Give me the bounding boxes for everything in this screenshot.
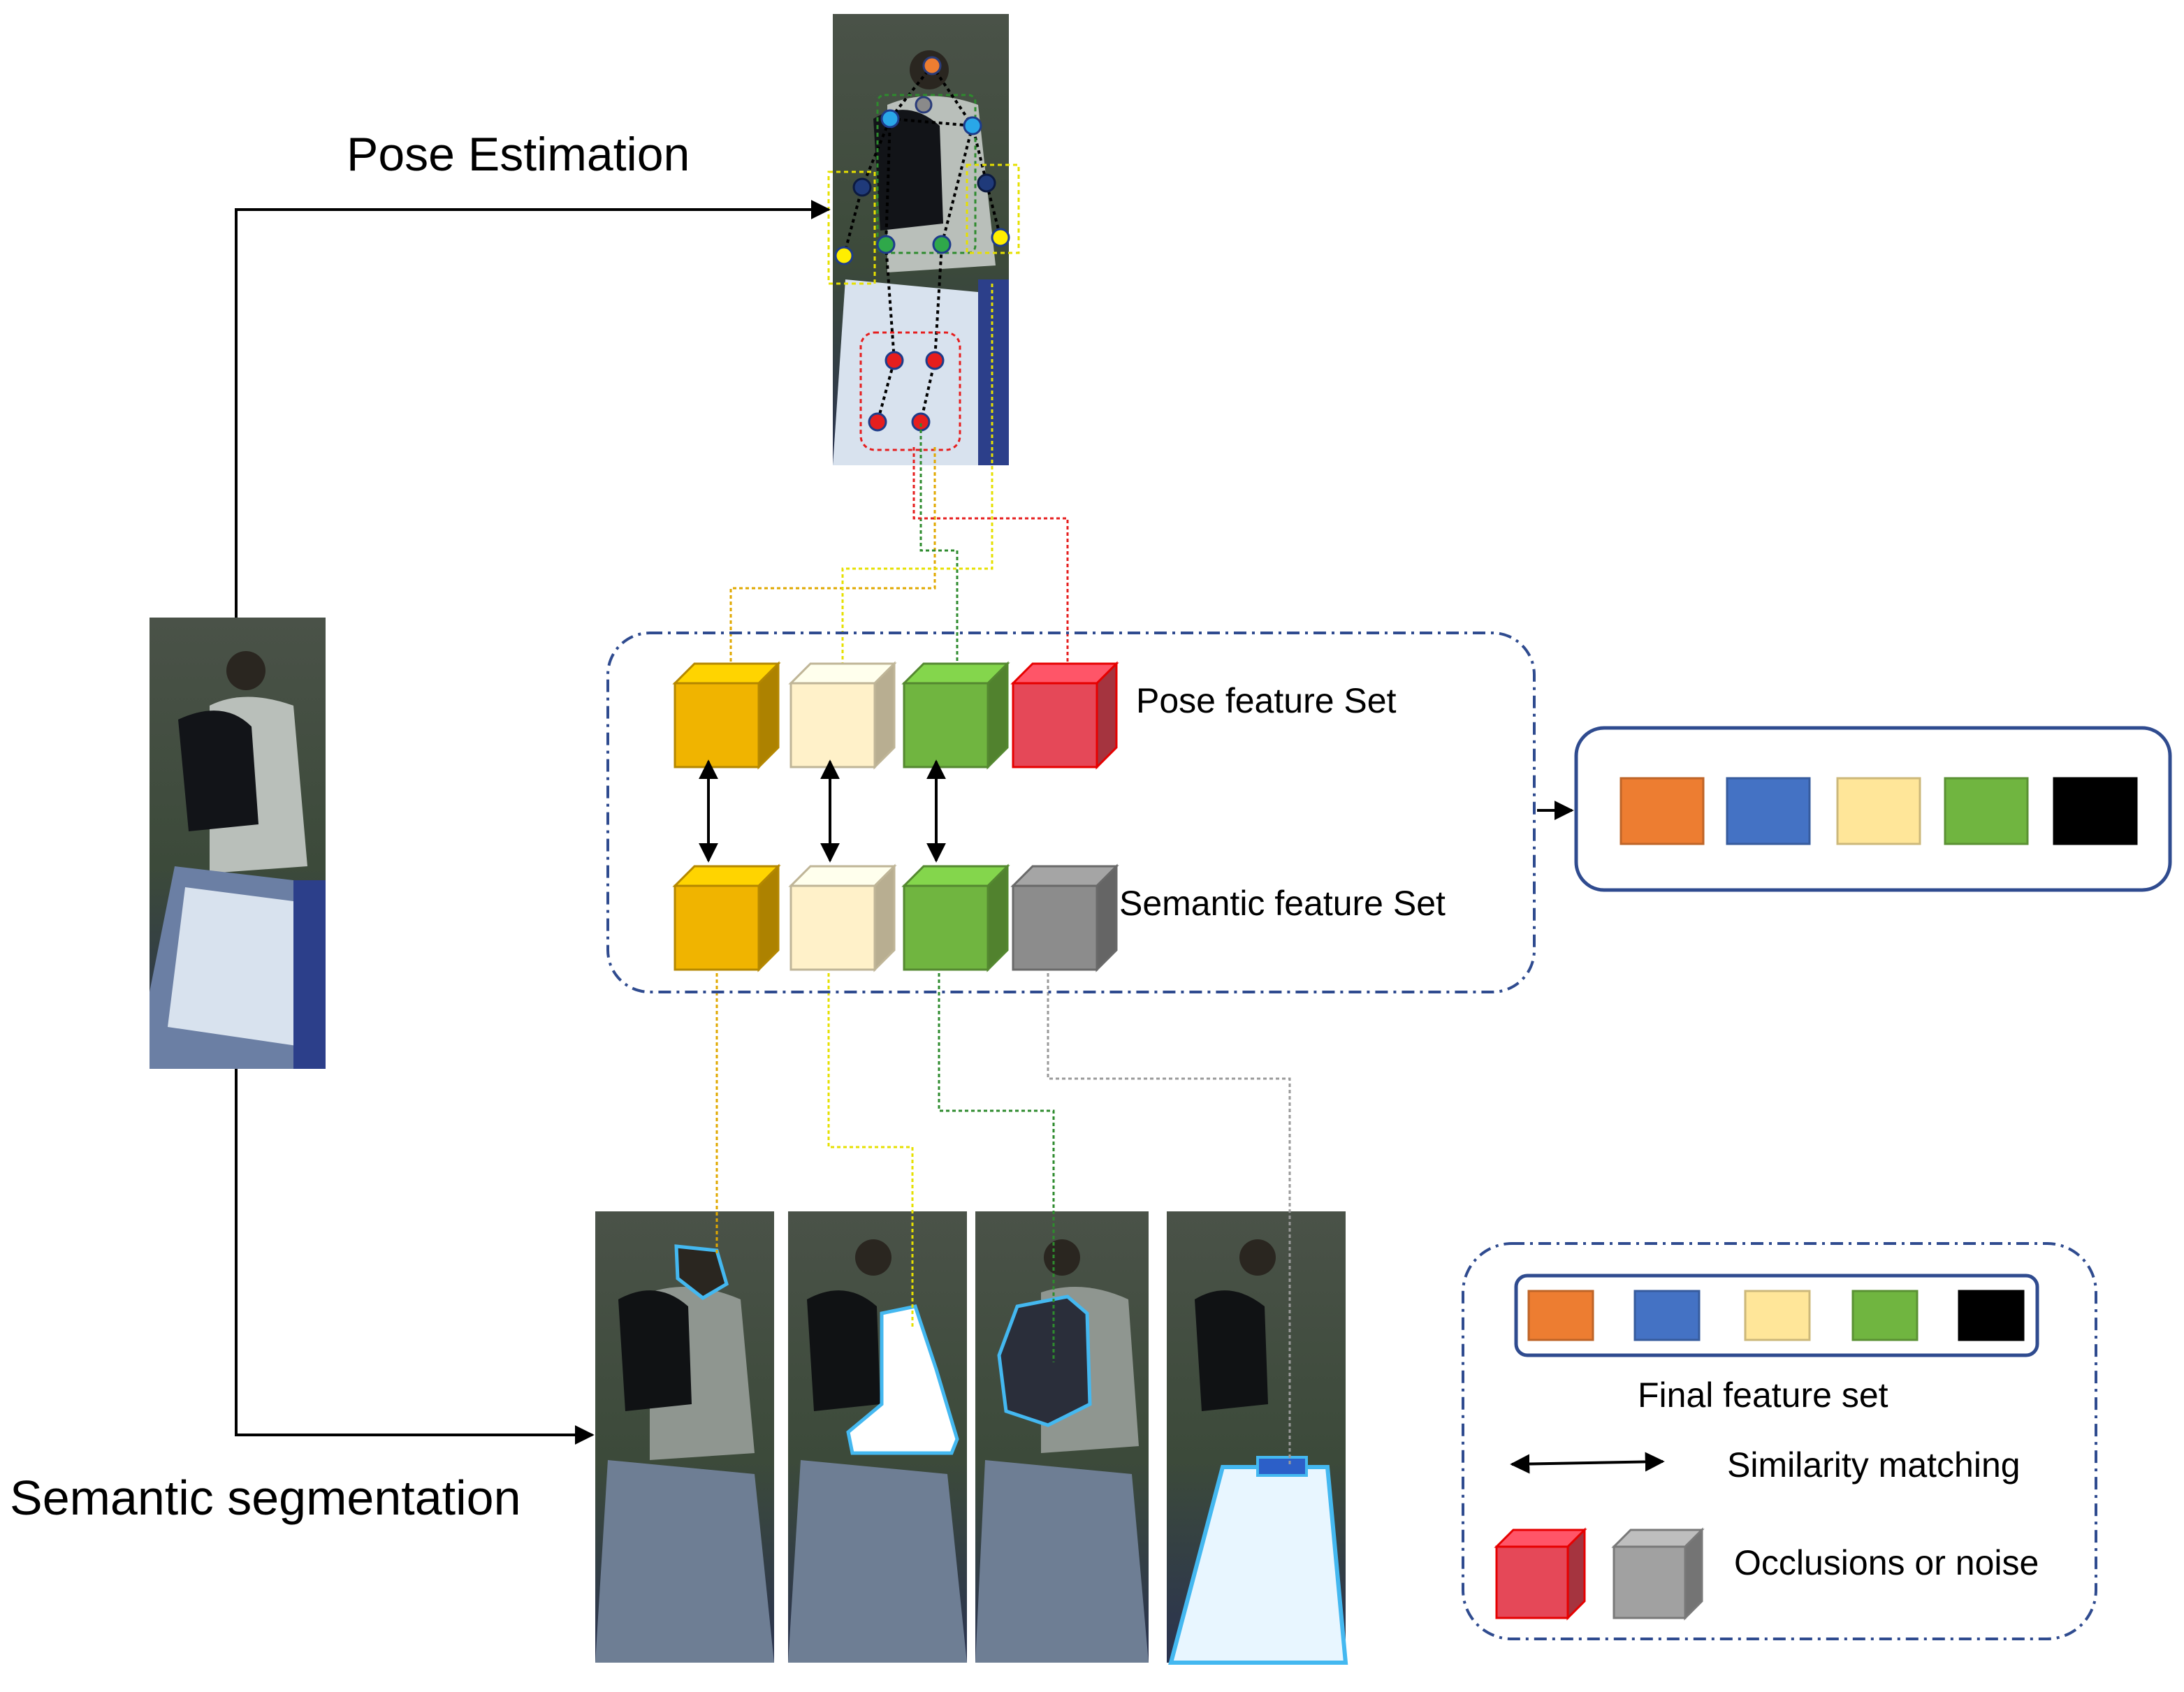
- legend-noise-cubes: [1494, 1527, 1705, 1621]
- pose-estimation-label: Pose Estimation: [347, 128, 690, 181]
- pose-cube-cream-cube: [788, 661, 897, 770]
- semantic-cube-gray-cube: [1010, 863, 1119, 972]
- legend-square-black: [1958, 1290, 2025, 1341]
- segmentation-head: [595, 1211, 774, 1663]
- legend-cube-red: [1494, 1527, 1587, 1621]
- final-square-black: [2053, 777, 2138, 845]
- legend-square-green: [1851, 1290, 1919, 1341]
- legend-cube-gray: [1611, 1527, 1705, 1621]
- pose-cube-green: [901, 661, 1010, 770]
- final-square-light-yellow: [1836, 777, 1921, 845]
- final-feature-squares: [1619, 777, 2138, 845]
- segmentation-images: [595, 1211, 1348, 1665]
- semantic-segmentation-label: Semantic segmentation: [10, 1471, 521, 1525]
- pose-cube-gold-cube: [672, 661, 781, 770]
- legend-square-light-yellow: [1744, 1290, 1811, 1341]
- final-square-green: [1944, 777, 2029, 845]
- legend-final-squares: [1527, 1290, 2025, 1341]
- pose-estimation-image: [827, 14, 1020, 465]
- legend-similarity-arrow: [1510, 1452, 1665, 1474]
- legend: Final feature set Similarity matching Oc…: [1462, 1242, 2097, 1640]
- segmentation-backpack: [975, 1211, 1149, 1663]
- legend-final-feature-set-label: Final feature set: [1638, 1376, 1888, 1415]
- final-square-orange: [1619, 777, 1705, 845]
- semantic-feature-cubes: [672, 863, 1119, 972]
- main-arrows: [235, 200, 1574, 1445]
- legend-square-blue: [1633, 1290, 1701, 1341]
- final-square-blue: [1726, 777, 1811, 845]
- legend-similarity-matching-label: Similarity matching: [1727, 1445, 2021, 1485]
- pose-feature-cubes: [672, 661, 1119, 770]
- segmentation-upper-body: [788, 1211, 967, 1663]
- feature-sets-frame: [606, 632, 1536, 993]
- input-person-image: [150, 618, 326, 1069]
- legend-occlusions-label: Occlusions or noise: [1734, 1543, 2039, 1582]
- pose-cube-red-cube: [1010, 661, 1119, 770]
- connector-lines: [715, 284, 1291, 1464]
- legend-frame: [1462, 1242, 2097, 1640]
- legend-square-orange: [1527, 1290, 1594, 1341]
- semantic-cube-gold-cube: [672, 863, 781, 972]
- semantic-cube-green: [901, 863, 1010, 972]
- semantic-cube-cream-cube: [788, 863, 897, 972]
- semantic-feature-set-label: Semantic feature Set: [1119, 884, 1446, 923]
- similarity-arrows: [699, 759, 946, 863]
- pose-feature-set-label: Pose feature Set: [1136, 681, 1397, 720]
- segmentation-occluding-sign: [1167, 1211, 1348, 1665]
